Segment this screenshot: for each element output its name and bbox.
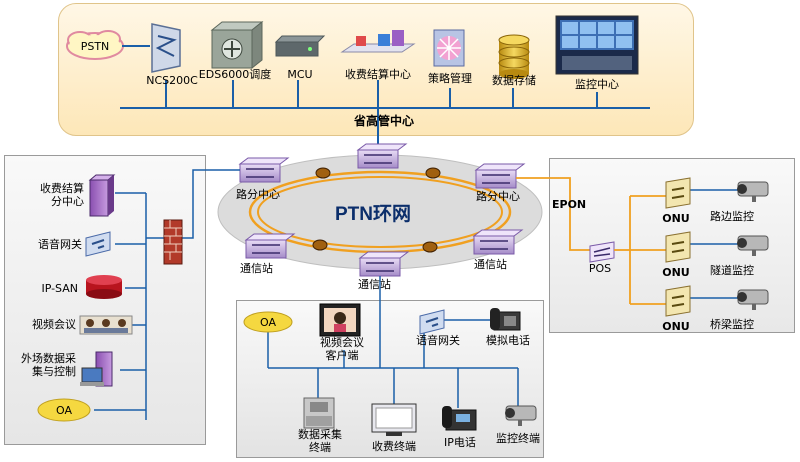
camera-bridge-icon bbox=[737, 289, 769, 310]
voice-gateway-icon bbox=[85, 231, 111, 257]
eds-dispatch-icon bbox=[210, 20, 264, 70]
billing-sub-center-label: 收费结算 分中心 bbox=[40, 182, 84, 208]
left-oa-label: OA bbox=[56, 404, 72, 417]
video-client-icon bbox=[319, 303, 361, 337]
pstn-cloud-icon bbox=[66, 30, 124, 60]
bottom-voice-gateway-label: 语音网关 bbox=[416, 334, 460, 347]
camera-roadside-label: 路边监控 bbox=[710, 210, 754, 223]
camera-bridge-label: 桥梁监控 bbox=[710, 318, 754, 331]
left-voice-gateway-label: 语音网关 bbox=[38, 238, 82, 251]
camera-links bbox=[690, 189, 738, 299]
pstn-label: PSTN bbox=[80, 40, 110, 53]
ncs-gateway-icon bbox=[151, 23, 181, 73]
ptn-switch-top bbox=[356, 143, 408, 169]
onu-2-label: ONU bbox=[662, 266, 690, 279]
video-client-label: 视频会议 客户端 bbox=[320, 336, 364, 362]
onu-1-label: ONU bbox=[662, 212, 690, 225]
ring-node-left-top-label: 路分中心 bbox=[236, 188, 280, 201]
voice-gateway-bottom-icon bbox=[419, 309, 445, 335]
billing-sub-server-icon bbox=[88, 174, 116, 217]
ring-node-left-bottom-label: 通信站 bbox=[240, 262, 273, 275]
pos-label: POS bbox=[588, 262, 612, 275]
epon-uplink bbox=[516, 177, 590, 251]
ring-connector-icons bbox=[312, 167, 441, 253]
firewall-icon bbox=[163, 219, 183, 265]
ptn-switch-right-bottom bbox=[472, 229, 524, 255]
ptn-switch-left-bottom bbox=[244, 233, 296, 259]
right-panel-links bbox=[614, 195, 666, 305]
epon-label: EPON bbox=[552, 198, 587, 211]
eds-label: EDS6000调度 bbox=[198, 68, 272, 81]
onu-2-icon bbox=[665, 231, 691, 263]
field-data-computer-icon bbox=[80, 351, 113, 387]
onu-3-icon bbox=[665, 285, 691, 317]
provincial-center-label: 省高管中心 bbox=[353, 114, 415, 128]
left-uplink bbox=[182, 169, 240, 239]
mcu-label: MCU bbox=[287, 68, 313, 81]
ipsan-label: IP-SAN bbox=[41, 282, 78, 295]
onu-3-label: ONU bbox=[662, 320, 690, 333]
oa-bottom-icon bbox=[243, 311, 293, 333]
bottom-oa-label: OA bbox=[260, 316, 276, 329]
camera-tunnel-label: 隧道监控 bbox=[710, 264, 754, 277]
camera-roadside-icon bbox=[737, 181, 769, 202]
ip-phone-label: IP电话 bbox=[444, 436, 476, 449]
billing-terminal-label: 收费终端 bbox=[372, 440, 416, 453]
ring-node-right-bottom-label: 通信站 bbox=[474, 258, 507, 271]
data-terminal-icon bbox=[303, 397, 335, 429]
ring-node-right-top-label: 路分中心 bbox=[476, 190, 520, 203]
onu-1-icon bbox=[665, 177, 691, 209]
monitor-center-icon bbox=[555, 15, 639, 75]
video-conference-icon bbox=[79, 315, 133, 335]
monitor-terminal-label: 监控终端 bbox=[496, 432, 540, 445]
billing-center-label: 收费结算中心 bbox=[345, 68, 411, 81]
ptn-ring-title: PTN环网 bbox=[335, 204, 412, 225]
camera-tunnel-icon bbox=[737, 235, 769, 256]
billing-center-icon bbox=[340, 30, 416, 53]
ncs-label: NCS200C bbox=[146, 74, 198, 87]
bottom-panel-links bbox=[267, 319, 519, 410]
analog-phone-icon bbox=[490, 308, 521, 331]
field-data-label: 外场数据采 集与控制 bbox=[21, 352, 76, 378]
mcu-device-icon bbox=[274, 35, 326, 57]
monitor-terminal-icon bbox=[505, 405, 537, 426]
pos-splitter-icon bbox=[589, 241, 615, 263]
ipsan-storage-icon bbox=[86, 275, 122, 299]
ptn-ring bbox=[217, 154, 543, 270]
ring-node-bottom-label: 通信站 bbox=[358, 278, 391, 291]
billing-terminal-icon bbox=[371, 403, 417, 436]
analog-phone-label: 模拟电话 bbox=[486, 334, 530, 347]
ip-phone-icon bbox=[442, 406, 477, 431]
ptn-switch-right-top bbox=[474, 163, 526, 189]
policy-label: 策略管理 bbox=[428, 72, 472, 85]
top-bus bbox=[120, 80, 650, 146]
storage-label: 数据存储 bbox=[492, 74, 536, 87]
data-storage-icon bbox=[498, 34, 530, 79]
data-terminal-label: 数据采集 终端 bbox=[298, 428, 342, 454]
oa-left-icon bbox=[37, 398, 91, 422]
monitor-center-label: 监控中心 bbox=[575, 78, 619, 91]
ptn-switch-left-top bbox=[238, 157, 290, 183]
left-panel-links bbox=[94, 192, 164, 420]
video-conference-label: 视频会议 bbox=[32, 318, 76, 331]
ptn-switch-bottom bbox=[358, 251, 410, 277]
policy-server-icon bbox=[433, 29, 465, 67]
